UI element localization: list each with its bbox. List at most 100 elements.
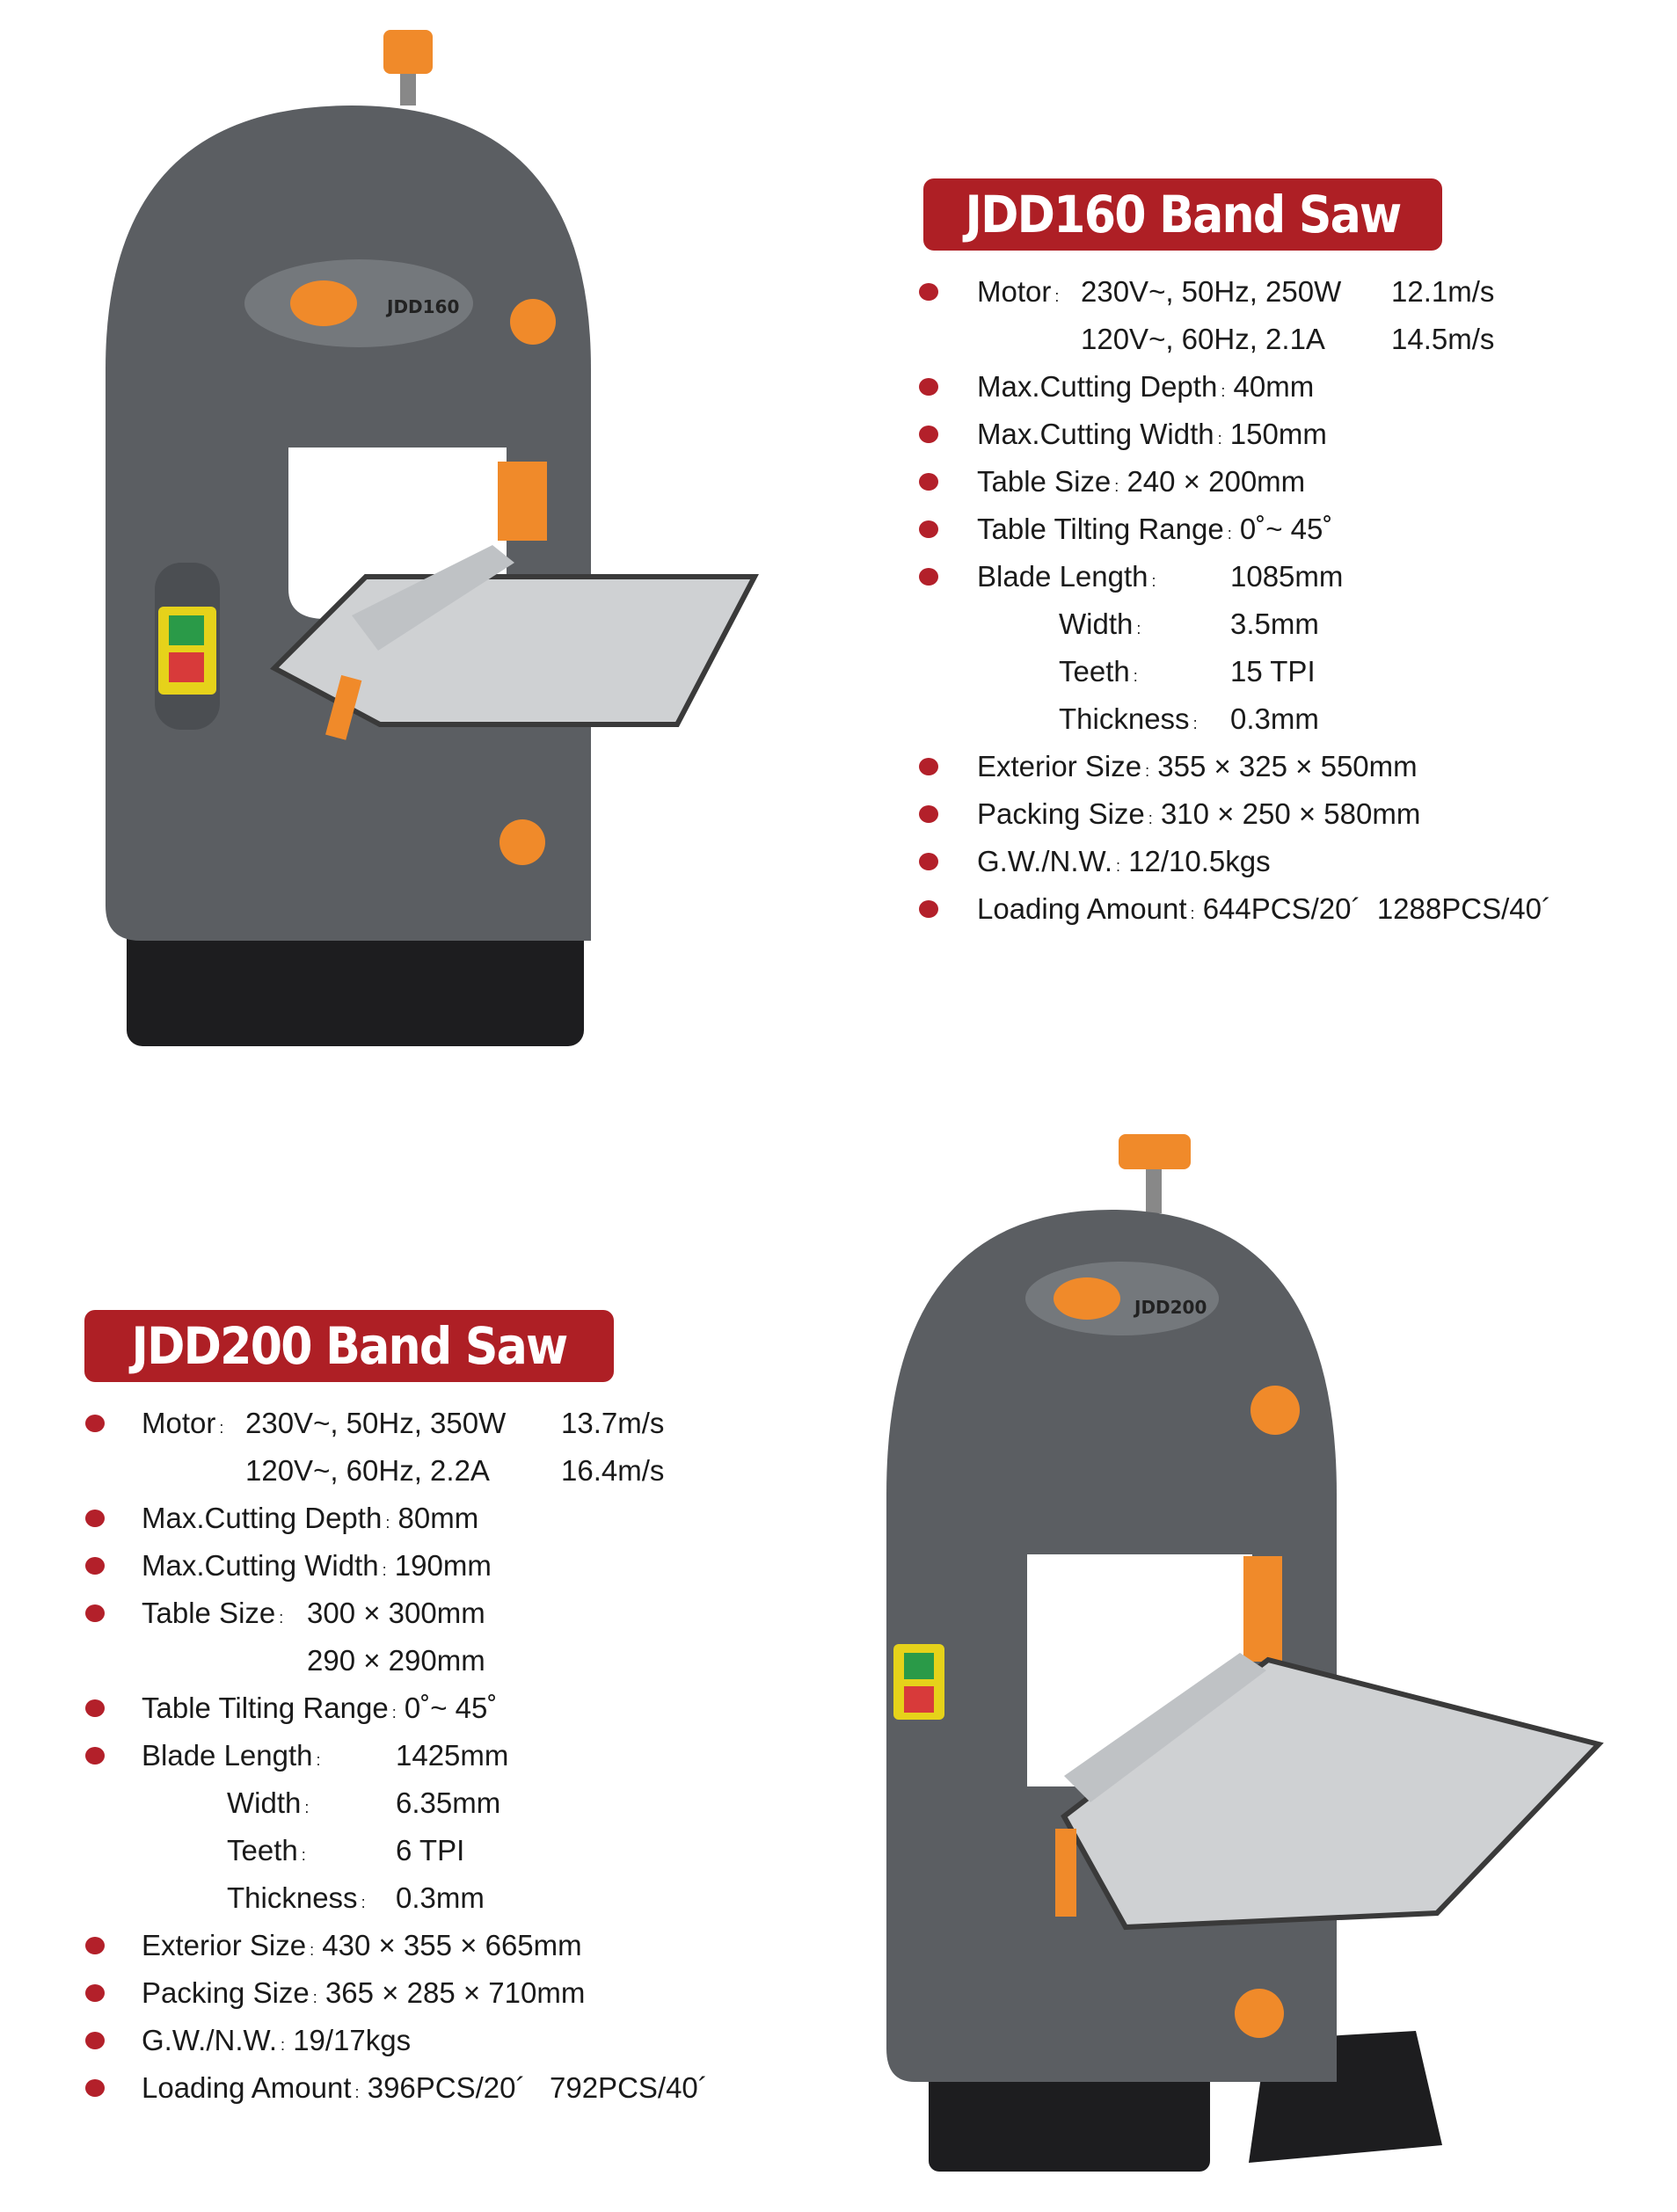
spec-label: Exterior Size: 355 × 325 × 550mm (977, 750, 1418, 782)
spec-label: Blade Length: (977, 560, 1156, 593)
spec-value: 12.1m/s (1391, 275, 1495, 308)
spec-value: 120V~, 60Hz, 2.1A (1081, 323, 1325, 355)
spec-value: 644PCS/20´ 1288PCS/40´ (1202, 892, 1551, 925)
bullet-icon (85, 1415, 105, 1432)
bullet-icon (919, 283, 938, 301)
bullet-icon (85, 1604, 105, 1622)
spec-value: 1085mm (1230, 560, 1344, 593)
spec-label: Thickness: (227, 1881, 366, 1914)
spec-value: 365 × 285 × 710mm (324, 1976, 586, 2009)
spec-value: 6 TPI (396, 1834, 465, 1866)
spec-value: 190mm (394, 1549, 492, 1582)
spec-table: Table Size: 300 × 300mm (85, 1590, 789, 1637)
jdd160-title-banner: JDD160 Band Saw (923, 178, 1442, 251)
spec-value: 0˚~ 45˚ (404, 1692, 498, 1724)
spec-value: 80mm (397, 1502, 479, 1534)
spec-exterior: Exterior Size: 355 × 325 × 550mm (919, 743, 1622, 790)
bullet-icon (919, 378, 938, 396)
bullet-icon (85, 1984, 105, 2002)
spec-width: Max.Cutting Width: 150mm (919, 411, 1622, 458)
jdd200-saw: JDD200 (886, 1134, 1604, 2172)
spec-value: 240 × 200mm (1127, 465, 1306, 498)
jdd200-spec-list: Motor: 230V~, 50Hz, 350W 13.7m/s 120V~, … (85, 1400, 789, 2112)
spec-motor-2: 120V~, 60Hz, 2.2A 16.4m/s (85, 1447, 789, 1495)
spec-label: Blade Length: (142, 1739, 321, 1772)
spec-value: 430 × 355 × 665mm (322, 1929, 582, 1961)
spec-label: G.W./N.W.: 12/10.5kgs (977, 845, 1271, 877)
bullet-icon (85, 1510, 105, 1527)
spec-label: Thickness: (1059, 702, 1198, 735)
spec-blade-thickness: Thickness: 0.3mm (919, 695, 1622, 743)
bullet-icon (85, 2032, 105, 2049)
spec-value: 0.3mm (396, 1881, 485, 1914)
spec-value: 40mm (1233, 370, 1315, 403)
spec-value: 230V~, 50Hz, 250W (1081, 275, 1342, 308)
spec-label: Teeth: (227, 1834, 306, 1866)
spec-label: Table Tilting Range: 0˚~ 45˚ (977, 513, 1333, 545)
bullet-icon (85, 1937, 105, 1954)
spec-value: 3.5mm (1230, 608, 1319, 640)
spec-exterior: Exterior Size: 430 × 355 × 665mm (85, 1922, 789, 1969)
spec-value: 19/17kgs (293, 2024, 412, 2056)
spec-depth: Max.Cutting Depth: 80mm (85, 1495, 789, 1542)
jdd200-title-banner: JDD200 Band Saw (84, 1310, 614, 1382)
spec-label: Motor: (142, 1407, 224, 1439)
spec-value: 12/10.5kgs (1128, 845, 1271, 877)
bullet-icon (919, 853, 938, 870)
spec-value: 310 × 250 × 580mm (1160, 797, 1421, 830)
bullet-icon (919, 568, 938, 586)
spec-label: Exterior Size: 430 × 355 × 665mm (142, 1929, 582, 1961)
jdd160-spec-list: Motor: 230V~, 50Hz, 250W 12.1m/s 120V~, … (919, 268, 1622, 933)
spec-blade-length: Blade Length: 1425mm (85, 1732, 789, 1779)
spec-label: Table Tilting Range: 0˚~ 45˚ (142, 1692, 498, 1724)
spec-label: Width: (227, 1786, 310, 1819)
spec-label: Table Size: 240 × 200mm (977, 465, 1306, 498)
bullet-icon (85, 2079, 105, 2097)
spec-value: 230V~, 50Hz, 350W (245, 1407, 507, 1439)
spec-loading: Loading Amount: 644PCS/20´ 1288PCS/40´ (919, 885, 1622, 933)
spec-weight: G.W./N.W.: 19/17kgs (85, 2017, 789, 2064)
spec-table: Table Size: 240 × 200mm (919, 458, 1622, 506)
spec-value: 15 TPI (1230, 655, 1316, 688)
spec-label: Motor: (977, 275, 1060, 308)
spec-label: Loading Amount: 644PCS/20´ 1288PCS/40´ (977, 892, 1551, 925)
spec-value: 290 × 290mm (307, 1644, 485, 1677)
bullet-icon (919, 900, 938, 918)
spec-label: Max.Cutting Depth: 40mm (977, 370, 1315, 403)
spec-value: 13.7m/s (561, 1407, 665, 1439)
spec-label: Packing Size: 365 × 285 × 710mm (142, 1976, 586, 2009)
jdd200-title: JDD200 Band Saw (131, 1316, 568, 1376)
spec-depth: Max.Cutting Depth: 40mm (919, 363, 1622, 411)
spec-packing: Packing Size: 310 × 250 × 580mm (919, 790, 1622, 838)
spec-width: Max.Cutting Width: 190mm (85, 1542, 789, 1590)
bullet-icon (85, 1557, 105, 1575)
spec-tilt: Table Tilting Range: 0˚~ 45˚ (85, 1684, 789, 1732)
spec-blade-teeth: Teeth: 6 TPI (85, 1827, 789, 1874)
spec-value: 120V~, 60Hz, 2.2A (245, 1454, 490, 1487)
spec-blade-width: Width: 3.5mm (919, 600, 1622, 648)
spec-value: 16.4m/s (561, 1454, 665, 1487)
spec-label: G.W./N.W.: 19/17kgs (142, 2024, 412, 2056)
spec-label: Loading Amount: 396PCS/20´ 792PCS/40´ (142, 2071, 708, 2104)
jdd200-logo-model: JDD200 (1133, 1297, 1207, 1318)
spec-label: Teeth: (1059, 655, 1138, 688)
spec-label: Table Size: (142, 1597, 284, 1629)
spec-tilt: Table Tilting Range: 0˚~ 45˚ (919, 506, 1622, 553)
bullet-icon (919, 520, 938, 538)
bullet-icon (85, 1699, 105, 1717)
spec-blade-width: Width: 6.35mm (85, 1779, 789, 1827)
spec-value: 0.3mm (1230, 702, 1319, 735)
spec-value: 355 × 325 × 550mm (1157, 750, 1418, 782)
spec-motor: Motor: 230V~, 50Hz, 250W 12.1m/s (919, 268, 1622, 316)
spec-motor-2: 120V~, 60Hz, 2.1A 14.5m/s (919, 316, 1622, 363)
spec-loading: Loading Amount: 396PCS/20´ 792PCS/40´ (85, 2064, 789, 2112)
jdd160-logo-model: JDD160 (385, 296, 459, 317)
spec-label: Max.Cutting Width: 150mm (977, 418, 1327, 450)
spec-value: 300 × 300mm (307, 1597, 485, 1629)
spec-packing: Packing Size: 365 × 285 × 710mm (85, 1969, 789, 2017)
spec-weight: G.W./N.W.: 12/10.5kgs (919, 838, 1622, 885)
spec-value: 1425mm (396, 1739, 509, 1772)
spec-blade-thickness: Thickness: 0.3mm (85, 1874, 789, 1922)
